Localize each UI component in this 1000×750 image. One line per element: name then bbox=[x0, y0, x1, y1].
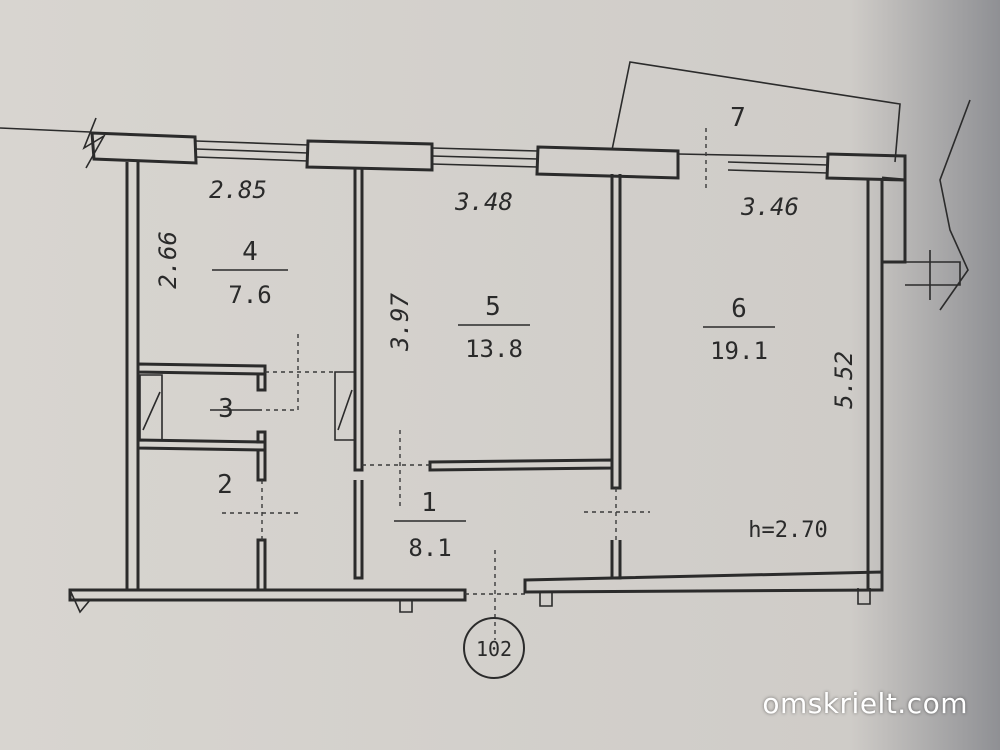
partition-4-5 bbox=[353, 168, 364, 472]
room-6-area: 19.1 bbox=[710, 337, 768, 365]
bath-shaft bbox=[139, 374, 163, 441]
room-5-width-dimension: 3.48 bbox=[454, 188, 513, 216]
bottom-wall bbox=[68, 588, 467, 602]
right-exterior-detail bbox=[905, 99, 971, 311]
wall-notch-1 bbox=[399, 600, 413, 613]
apartment-number: 102 bbox=[476, 637, 512, 661]
balcony-number: 7 bbox=[730, 103, 746, 133]
room-4-width-dimension: 2.85 bbox=[209, 176, 267, 204]
partition-5-1 bbox=[428, 458, 614, 472]
door-3 bbox=[265, 334, 299, 411]
room-4-number: 4 bbox=[242, 237, 258, 267]
top-facade-wall bbox=[90, 131, 907, 182]
room-6-depth-dimension: 5.52 bbox=[830, 351, 858, 409]
balcony-outline bbox=[611, 61, 901, 163]
wall-notch-2 bbox=[539, 592, 553, 607]
room-6-width-dimension: 3.46 bbox=[740, 193, 799, 221]
room-4-area: 7.6 bbox=[228, 281, 271, 309]
wall-end-left bbox=[69, 589, 91, 614]
partition-1-6 bbox=[610, 540, 622, 580]
apartment-number-circle bbox=[463, 617, 525, 679]
partition-2-1 bbox=[353, 480, 364, 580]
top-windows bbox=[195, 140, 829, 174]
bath-right-wall-a bbox=[256, 372, 267, 392]
ceiling-height: h=2.70 bbox=[748, 518, 827, 543]
bottom-wall-right bbox=[523, 570, 884, 594]
right-wall-jog bbox=[881, 176, 907, 264]
room-5-depth-dimension: 3.97 bbox=[386, 293, 414, 352]
room-5-area: 13.8 bbox=[465, 335, 523, 363]
watermark: omskrielt.com bbox=[762, 687, 968, 720]
room-3-number: 3 bbox=[218, 394, 234, 424]
wall-notch-3 bbox=[857, 588, 871, 605]
room-4-depth-dimension: 2.66 bbox=[154, 231, 182, 289]
room-1-area: 8.1 bbox=[408, 534, 451, 562]
bath-right-wall-b bbox=[256, 430, 267, 444]
vent-shaft bbox=[334, 371, 356, 441]
room-6-number: 6 bbox=[731, 294, 747, 324]
room-2-number: 2 bbox=[217, 470, 233, 500]
room-5-number: 5 bbox=[485, 292, 501, 322]
wc-right-wall-a bbox=[256, 448, 267, 482]
exterior-line bbox=[0, 127, 91, 133]
room-1-number: 1 bbox=[421, 488, 437, 518]
